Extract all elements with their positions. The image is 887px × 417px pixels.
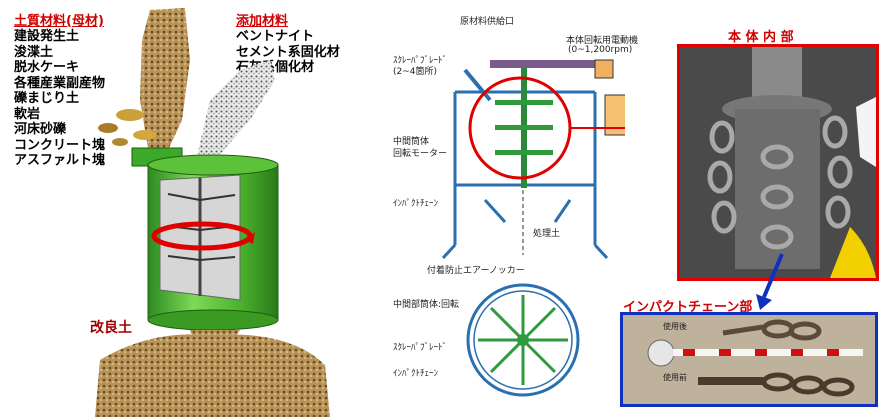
impact-chain-bottom-label: ｲﾝﾊﾟｸﾄﾁｪｰﾝ — [393, 369, 439, 379]
base-materials-list: 建設発生土浚渫土脱水ケーキ各種産業副産物礫まじり土軟岩河床砂礫コンクリート塊アス… — [14, 29, 105, 169]
base-material-item: 建設発生土 — [14, 29, 80, 44]
base-materials-title: 土質材料(母材) — [14, 14, 104, 29]
additive-item: セメント系固化材 — [236, 44, 340, 60]
mid-cylinder-motor-label-2: 回転モーター — [393, 149, 448, 159]
base-material-item: 脱水ケーキ — [14, 60, 80, 75]
interior-photo-title: 本 体 内 部 — [728, 30, 794, 45]
base-materials-panel: 土質材料(母材) 建設発生土浚渫土脱水ケーキ各種産業副産物礫まじり土軟岩河床砂礫… — [14, 10, 105, 169]
impact-chain-photo: 使用後 使用前 — [620, 312, 878, 407]
used-before-label: 使用前 — [663, 373, 687, 382]
base-material-item: 軟岩 — [14, 106, 41, 122]
scraper-blade-bottom-label: ｽｸﾚｰﾊﾟﾌﾞﾚｰﾄﾞ — [393, 343, 448, 353]
interior-photo-image — [680, 47, 876, 278]
interior-photo — [677, 44, 879, 281]
used-after-label: 使用後 — [663, 322, 687, 331]
motor-rpm-label: (0~1,200rpm) — [568, 45, 633, 55]
base-material-item: アスファルト塊 — [14, 153, 106, 168]
improved-soil-label: 改良土 — [90, 320, 132, 336]
base-material-item: 河床砂礫 — [14, 122, 67, 137]
soil-stream — [140, 8, 190, 150]
additive-stream — [195, 60, 275, 165]
base-material-item: 各種産業副産物 — [14, 75, 106, 91]
impact-chain-photo-image — [623, 315, 875, 404]
additives-title: 添加材料 — [236, 14, 289, 29]
motor-label: 本体回転用電動機 — [566, 36, 639, 46]
down-arrow-icon — [756, 253, 784, 310]
mid-cylinder-rotation-label: 中間部筒体:回転 — [393, 300, 460, 310]
anti-adhesion-knocker-label: 付着防止エアーノッカー — [427, 266, 525, 276]
mixer-illustration — [95, 8, 330, 417]
base-material-item: 礫まじり土 — [14, 91, 80, 106]
scraper-count-label: (2~4箇所) — [393, 67, 438, 77]
impact-chain-label: ｲﾝﾊﾟｸﾄﾁｪｰﾝ — [393, 199, 439, 209]
treated-soil-label: 処理土 — [533, 229, 561, 239]
impact-chain-photo-title: インパクトチェーン部 — [623, 300, 753, 315]
machine-schematic — [441, 59, 625, 397]
base-material-item: コンクリート塊 — [14, 137, 106, 153]
base-material-item: 浚渫土 — [14, 44, 54, 60]
feed-port-label: 原材料供給口 — [460, 17, 515, 27]
scraper-blade-label: ｽｸﾚｰﾊﾟﾌﾞﾚｰﾄﾞ — [393, 56, 448, 66]
additive-item: ベントナイト — [236, 29, 315, 44]
mid-cylinder-motor-label: 中間筒体 — [393, 137, 430, 147]
improved-soil-pile — [95, 334, 330, 417]
